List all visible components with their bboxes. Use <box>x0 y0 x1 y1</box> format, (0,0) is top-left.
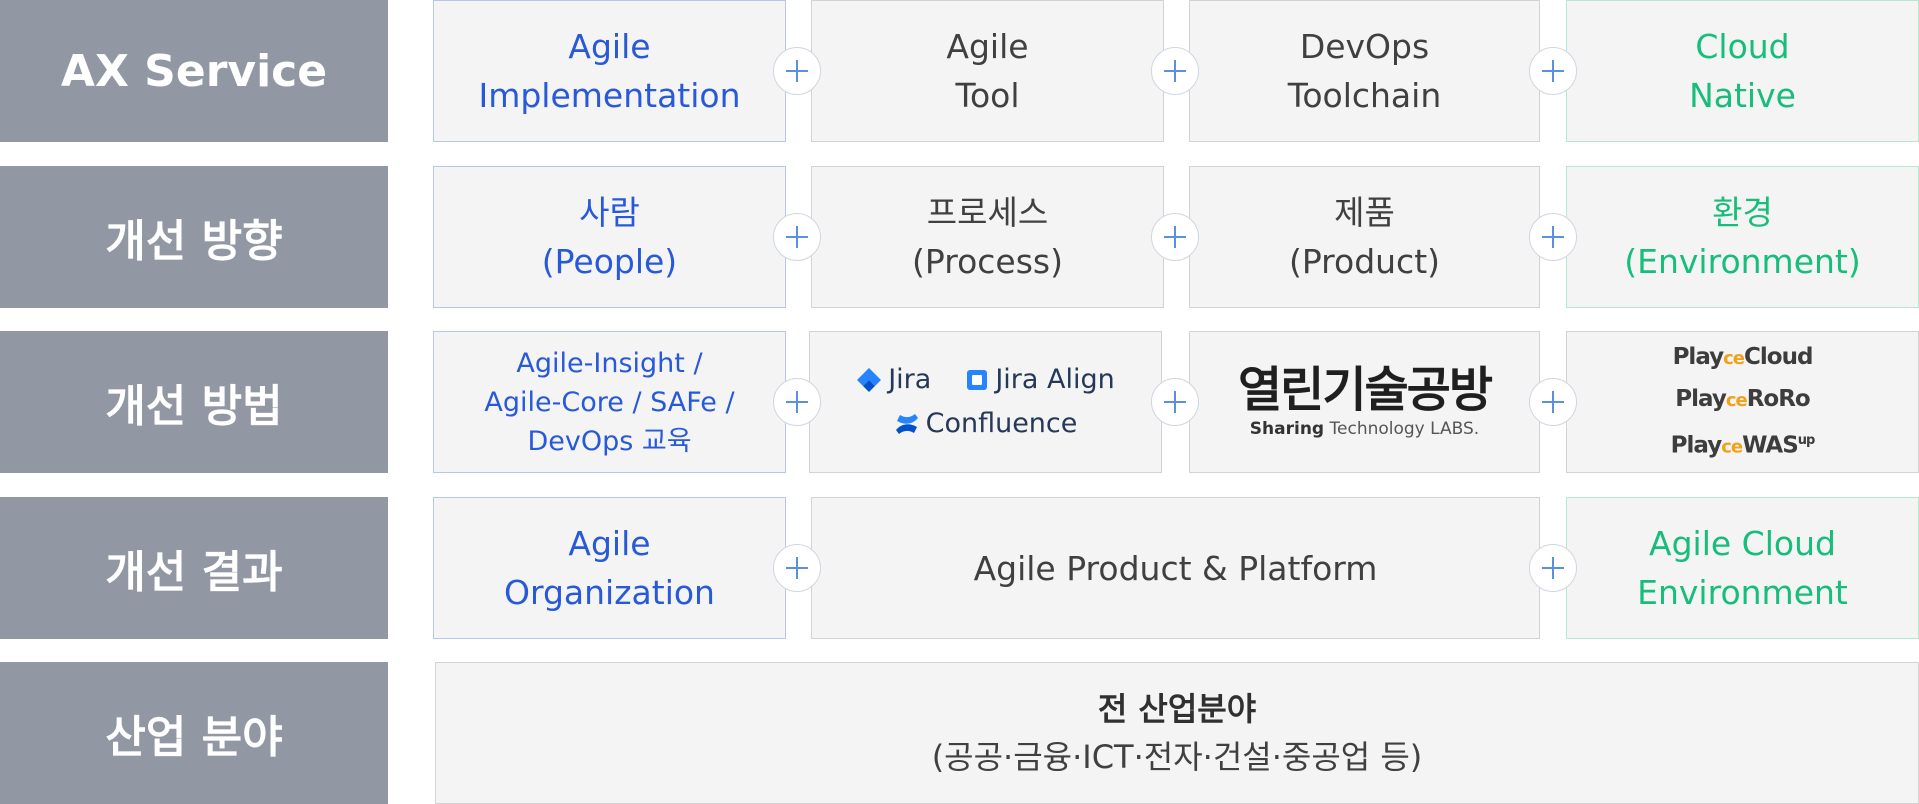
playce-prefix: Play <box>1672 343 1725 370</box>
row-label-industry: 산업 분야 <box>0 662 388 804</box>
cell-atlassian-tools: Jira Jira Align Confluence <box>809 331 1162 473</box>
plus-icon <box>1529 213 1577 261</box>
cell-playce-products: PlayceCloud PlayceRoRo PlayceWASup <box>1566 331 1919 473</box>
plus-icon <box>773 378 821 426</box>
industry-title: 전 산업분야 <box>1097 690 1257 728</box>
plus-icon <box>773 544 821 592</box>
playce-ce: ce <box>1723 347 1745 369</box>
playce-ce: ce <box>1725 389 1748 411</box>
cell-line: Agile <box>568 27 651 66</box>
cell-devops-toolchain: DevOps Toolchain <box>1189 0 1540 142</box>
cell-line: Cloud <box>1695 27 1790 66</box>
cell-line: Organization <box>504 573 715 612</box>
playce-cloud-logo: PlayceCloud <box>1672 337 1814 379</box>
playce-name: WAS <box>1742 432 1799 459</box>
playce-roro-logo: PlayceRoRo <box>1675 379 1811 421</box>
open-tech-labs-logo: 열린기술공방 <box>1238 362 1493 418</box>
cell-agile-implementation: Agile Implementation <box>433 0 786 142</box>
cell-line: DevOps <box>1299 27 1430 66</box>
cell-line: (Environment) <box>1624 242 1861 281</box>
cell-line: Agile-Insight / <box>516 347 703 379</box>
cell-line: DevOps 교육 <box>527 425 692 457</box>
playce-prefix: Play <box>1675 385 1727 412</box>
cell-line: Agile <box>568 524 651 563</box>
cell-line: 프로세스 <box>926 193 1049 232</box>
cell-line: (People) <box>541 242 678 281</box>
plus-icon <box>1529 47 1577 95</box>
cell-line: Agile-Core / SAFe / <box>484 386 735 418</box>
row-label-ax-service: AX Service <box>0 0 388 142</box>
cell-line: Agile Cloud <box>1649 524 1836 563</box>
cell-people: 사람 (People) <box>433 166 786 308</box>
confluence-label: Confluence <box>925 408 1078 439</box>
row-label-method: 개선 방법 <box>0 331 388 473</box>
playce-prefix: Play <box>1670 432 1723 459</box>
cell-line: Implementation <box>478 76 741 115</box>
open-tech-labs-subtitle: Sharing Technology LABS. <box>1250 417 1479 441</box>
plus-icon <box>1151 378 1199 426</box>
jira-align-icon <box>965 368 989 392</box>
cell-environment: 환경 (Environment) <box>1566 166 1919 308</box>
cell-line: Environment <box>1637 573 1848 612</box>
cell-line: (Product) <box>1288 242 1441 281</box>
cell-agile-training: Agile-Insight / Agile-Core / SAFe / DevO… <box>433 331 786 473</box>
plus-icon <box>1529 378 1577 426</box>
cell-line: 사람 <box>579 193 640 232</box>
cell-line: Agile Product & Platform <box>973 548 1378 588</box>
cell-agile-tool: Agile Tool <box>811 0 1164 142</box>
cell-agile-cloud-environment: Agile Cloud Environment <box>1566 497 1919 639</box>
cell-open-tech-labs: 열린기술공방 Sharing Technology LABS. <box>1189 331 1540 473</box>
cell-process: 프로세스 (Process) <box>811 166 1164 308</box>
cell-line: Toolchain <box>1287 76 1442 115</box>
cell-line: 제품 <box>1334 193 1395 232</box>
plus-icon <box>1151 213 1199 261</box>
plus-icon <box>1529 544 1577 592</box>
cell-product: 제품 (Product) <box>1189 166 1540 308</box>
playce-wasup-logo: PlayceWASup <box>1670 421 1816 468</box>
confluence-icon <box>894 411 920 437</box>
playce-sup: up <box>1797 432 1816 448</box>
plus-icon <box>773 47 821 95</box>
cell-agile-organization: Agile Organization <box>433 497 786 639</box>
playce-name: Cloud <box>1744 343 1813 370</box>
playce-name: RoRo <box>1746 385 1811 412</box>
confluence-logo: Confluence <box>894 405 1078 443</box>
open-tech-labs-sub-rest: Technology LABS. <box>1329 419 1480 439</box>
row-label-result: 개선 결과 <box>0 497 388 639</box>
jira-icon <box>856 367 882 393</box>
row-label-direction: 개선 방향 <box>0 166 388 308</box>
jira-align-label: Jira Align <box>995 364 1115 395</box>
industry-subtitle: (공공·금융·ICT·전자·건설·중공업 등) <box>931 738 1423 776</box>
cell-line: Tool <box>955 76 1020 115</box>
jira-label: Jira <box>888 364 932 395</box>
playce-ce: ce <box>1721 436 1743 458</box>
jira-align-logo: Jira Align <box>965 361 1115 399</box>
cell-line: (Process) <box>912 242 1063 281</box>
cell-cloud-native: Cloud Native <box>1566 0 1919 142</box>
cell-agile-product-platform: Agile Product & Platform <box>811 497 1540 639</box>
cell-industry: 전 산업분야 (공공·금융·ICT·전자·건설·중공업 등) <box>435 662 1919 804</box>
cell-line: Native <box>1689 76 1796 115</box>
open-tech-labs-sub-bold: Sharing <box>1249 419 1325 439</box>
plus-icon <box>773 213 821 261</box>
plus-icon <box>1151 47 1199 95</box>
cell-line: Agile <box>946 27 1029 66</box>
cell-line: 환경 <box>1712 193 1773 232</box>
jira-logo: Jira <box>856 361 931 399</box>
